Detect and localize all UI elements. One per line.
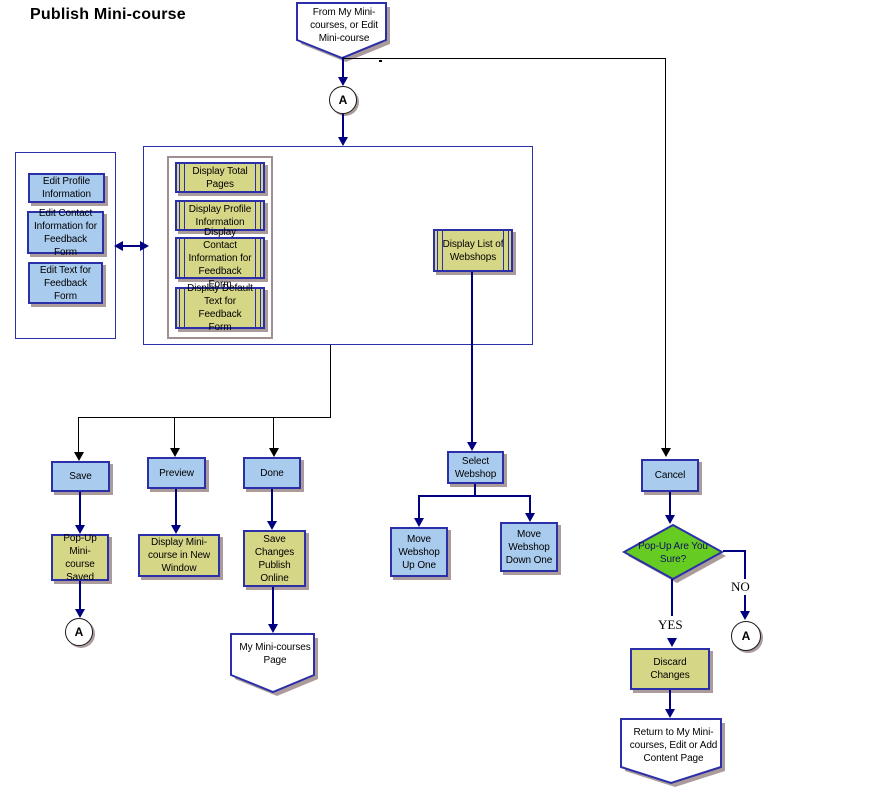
arrowhead-minicourses-page — [268, 624, 278, 633]
arrowhead-popup-saved — [75, 525, 85, 534]
edge-label-yes: YES — [656, 617, 685, 633]
node-move-up: Move Webshop Up One — [390, 527, 448, 577]
edge-popup-a2 — [79, 581, 81, 610]
edge-webshops-select — [471, 272, 473, 442]
node-cancel: Cancel — [641, 459, 699, 492]
node-select-webshop: Select Webshop — [447, 451, 504, 484]
edge-no-h — [723, 550, 746, 552]
arrowhead-sync-left — [114, 241, 123, 251]
node-preview: Preview — [147, 457, 206, 489]
edge-preview-window — [175, 489, 177, 526]
decision-diamond-shape — [622, 524, 726, 583]
node-popup-saved: Pop-Up Mini-course Saved — [51, 533, 109, 583]
edge-discard-return — [669, 690, 671, 710]
arrowhead-save-changes — [267, 521, 277, 530]
node-save-changes: Save Changes Publish Online — [243, 530, 306, 587]
edge-edit-display-sync — [122, 245, 142, 247]
edge-to-save — [78, 418, 79, 452]
arrowhead-select — [467, 442, 477, 451]
connector-a2: A — [65, 618, 93, 646]
node-save: Save — [51, 461, 110, 492]
node-display-default-text: Display Default Text for Feedback Form — [175, 283, 265, 333]
node-edit-text: Edit Text for Feedback Form — [28, 262, 103, 304]
edge-select-branch-h — [418, 495, 531, 497]
edge-select-branch-v — [474, 484, 476, 497]
edge-cancel-decision — [669, 492, 671, 516]
arrowhead-discard — [667, 638, 677, 647]
edge-to-moveup — [418, 495, 420, 518]
edge-start-cancel-v — [665, 58, 666, 448]
page-title: Publish Mini-course — [30, 6, 186, 23]
node-move-down: Move Webshop Down One — [500, 522, 558, 572]
node-display-profile: Display Profile Information — [175, 200, 265, 231]
node-edit-contact: Edit Contact Information for Feedback Fo… — [27, 208, 104, 258]
node-display-contact: Display Contact Information for Feedback… — [175, 227, 265, 290]
arrowhead-save — [74, 452, 84, 461]
stray-dot — [379, 60, 382, 62]
arrowhead-preview — [170, 448, 180, 457]
edge-savechanges-page — [272, 587, 274, 625]
arrowhead-return — [665, 709, 675, 718]
arrowhead-start-a1 — [338, 77, 348, 86]
node-discard: Discard Changes — [630, 648, 710, 690]
edge-frame-distribution-v — [330, 345, 331, 418]
node-display-total-pages: Display Total Pages — [175, 162, 265, 193]
node-minicourses-page: My Mini-courses Page — [239, 642, 311, 666]
connector-a3: A — [731, 621, 761, 651]
edge-distribution-h — [78, 417, 331, 418]
edge-yes-v — [671, 579, 673, 616]
node-display-webshops: Display List of Webshops — [433, 229, 513, 272]
minicourses-offpage-shape — [230, 633, 318, 696]
edge-to-preview — [174, 418, 175, 448]
start-offpage-shape — [296, 2, 390, 62]
node-display-new-window: Display Mini-course in New Window — [138, 534, 220, 577]
node-done: Done — [243, 457, 301, 489]
arrowhead-decision — [665, 515, 675, 524]
node-edit-profile: Edit Profile Information — [28, 173, 105, 203]
arrowhead-a1-frame — [338, 137, 348, 146]
arrowhead-moveup — [414, 518, 424, 527]
arrowhead-sync-right — [140, 241, 149, 251]
node-return-page: Return to My Mini-courses, Edit or Add C… — [629, 726, 718, 764]
edge-label-no: NO — [729, 579, 752, 595]
edge-to-done — [273, 418, 274, 448]
edge-to-movedown — [529, 495, 531, 513]
arrowhead-movedown — [525, 513, 535, 522]
node-popup-sure: Pop-Up Are You Sure? — [638, 541, 708, 565]
start-node-label: From My Mini-courses, or Edit Mini-cours… — [310, 6, 378, 44]
arrowhead-a2 — [75, 609, 85, 618]
arrowhead-a3 — [740, 611, 750, 620]
return-offpage-shape — [620, 718, 725, 787]
edge-start-a1 — [342, 57, 344, 78]
edge-a1-frame — [342, 114, 344, 138]
edge-save-popup — [79, 492, 81, 526]
edge-done-savechanges — [271, 489, 273, 522]
connector-a1: A — [329, 86, 357, 114]
arrowhead-done — [269, 448, 279, 457]
arrowhead-cancel — [661, 448, 671, 457]
edge-start-cancel-h — [343, 58, 666, 59]
arrowhead-display-window — [171, 525, 181, 534]
